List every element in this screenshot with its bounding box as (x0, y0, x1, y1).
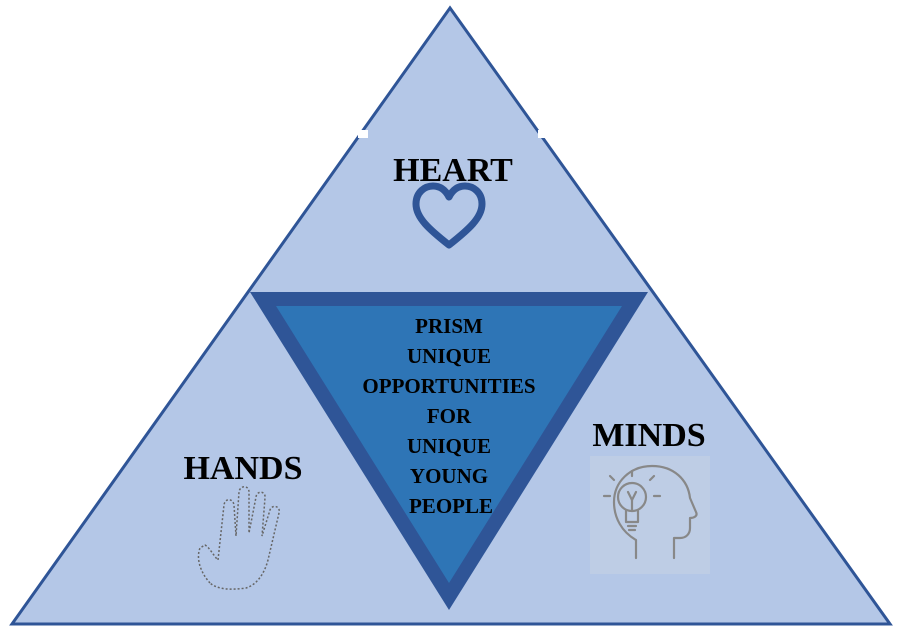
center-line: UNIQUE (407, 434, 491, 458)
center-line: UNIQUE (407, 344, 491, 368)
divider-notch-right (538, 130, 550, 138)
center-line: PEOPLE (409, 494, 493, 518)
head-lightbulb-icon (590, 456, 710, 574)
heart-label: HEART (393, 152, 513, 189)
center-line: PRISM (415, 314, 483, 338)
center-text: PRISM UNIQUE OPPORTUNITIES FOR UNIQUE YO… (362, 314, 535, 518)
center-line: FOR (427, 404, 472, 428)
hand-icon (197, 486, 281, 590)
heart-icon (412, 182, 486, 249)
center-line: YOUNG (410, 464, 488, 488)
divider-notch-left (358, 130, 368, 138)
center-line: OPPORTUNITIES (362, 374, 535, 398)
inner-triangle (276, 306, 622, 583)
hands-label: HANDS (183, 450, 302, 487)
minds-label: MINDS (592, 417, 705, 454)
